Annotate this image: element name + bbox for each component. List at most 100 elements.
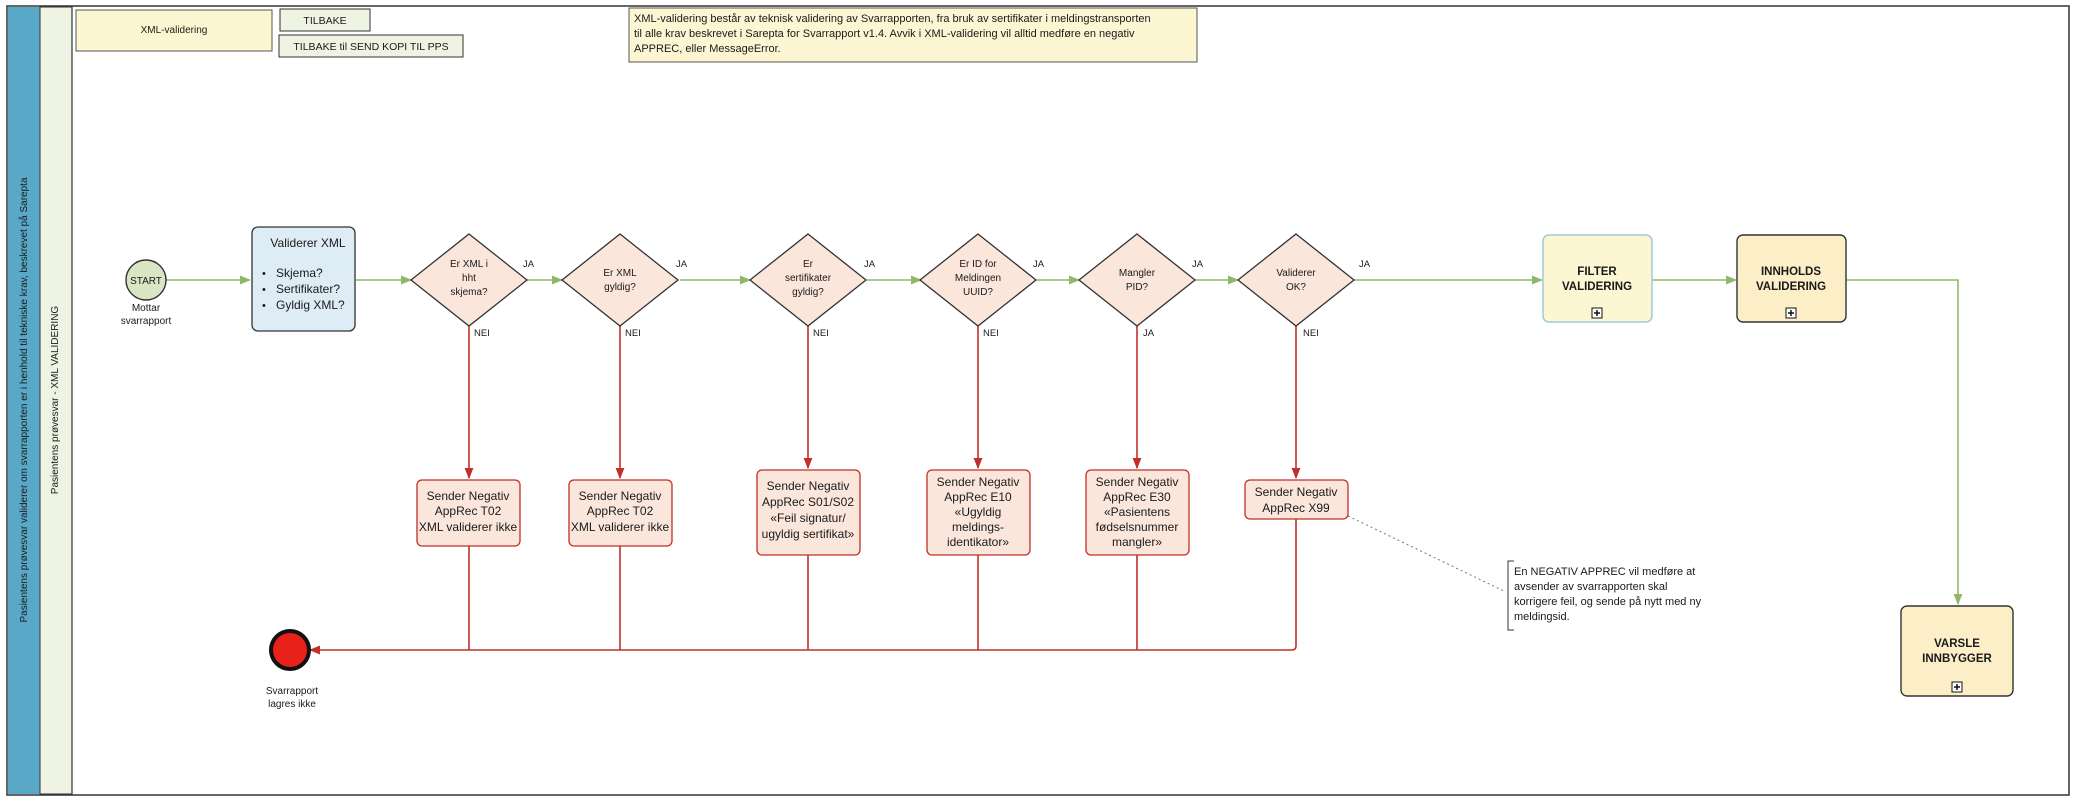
gateway-text: Er ID for xyxy=(959,259,997,270)
subprocess-text: INNHOLDS xyxy=(1761,266,1821,278)
gateway-text: sertifikater xyxy=(785,273,832,284)
validate-xml-bullet: Gyldig XML? xyxy=(276,298,345,312)
back-button-label: TILBAKE xyxy=(303,15,346,27)
error-task-text: AppRec T02 xyxy=(435,504,502,518)
end-event: Svarrapport lagres ikke xyxy=(266,629,318,710)
error-task-e10: Sender Negativ AppRec E10 «Ugyldig meldi… xyxy=(926,469,1031,556)
error-task-text: «Ugyldig xyxy=(955,505,1002,519)
error-task-text: «Pasientens xyxy=(1104,505,1170,519)
gateway-down-label: NEI xyxy=(625,328,641,339)
gateway-text: Mangler xyxy=(1119,268,1156,279)
subprocess-filter-validation[interactable]: FILTER VALIDERING xyxy=(1542,234,1653,323)
subprocess-notify-citizen[interactable]: VARSLE INNBYGGER xyxy=(1900,605,2014,697)
error-task-text: «Feil signatur/ xyxy=(770,511,846,525)
start-event: START Mottar svarrapport xyxy=(121,259,172,327)
gateway-text: Validerer xyxy=(1276,268,1316,279)
gateway-xml-valid: Er XML gyldig? JA NEI xyxy=(560,233,688,339)
back-send-copy-button[interactable]: TILBAKE til SEND KOPI TIL PPS xyxy=(278,34,464,58)
lane-label: Pasientens prøvesvar - XML VALIDERING xyxy=(50,306,61,495)
subprocess-text: INNBYGGER xyxy=(1922,653,1992,665)
gateway-uuid: Er ID for Meldingen UUID? JA NEI xyxy=(918,233,1045,339)
info-note-line: til alle krav beskrevet i Sarepta for Sv… xyxy=(634,28,1135,40)
gateway-down-label: JA xyxy=(1143,328,1155,339)
annotation-line: avsender av svarrapporten skal xyxy=(1514,581,1667,593)
error-task-x99: Sender Negativ AppRec X99 xyxy=(1244,479,1349,520)
subprocess-text: VARSLE xyxy=(1934,638,1980,650)
error-task-text: XML validerer ikke xyxy=(571,520,670,534)
error-task-text: meldings- xyxy=(952,520,1004,534)
back-send-copy-label: TILBAKE til SEND KOPI TIL PPS xyxy=(293,41,448,53)
bullet-icon: • xyxy=(262,300,266,312)
expand-icon[interactable] xyxy=(1951,681,1963,693)
gateway-text: Er xyxy=(803,259,814,270)
gateway-text: Er XML xyxy=(603,268,637,279)
pool-band xyxy=(8,7,40,794)
annotation-line: meldingsid. xyxy=(1514,611,1570,623)
gateway-text: Meldingen xyxy=(955,273,1001,284)
gateway-yes-label: JA xyxy=(676,259,688,270)
validate-xml-bullet: Skjema? xyxy=(276,266,323,280)
gateway-yes-label: JA xyxy=(864,259,876,270)
error-task-e30: Sender Negativ AppRec E30 «Pasientens fø… xyxy=(1085,469,1190,556)
association-line xyxy=(1347,515,1507,593)
gateway-down-label: NEI xyxy=(813,328,829,339)
error-task-t02-valid: Sender Negativ AppRec T02 XML validerer … xyxy=(568,479,673,547)
bullet-icon: • xyxy=(262,268,266,280)
error-task-text: Sender Negativ xyxy=(1096,475,1179,489)
gateway-down-label: NEI xyxy=(1303,328,1319,339)
error-task-text: identikator» xyxy=(947,535,1009,549)
expand-icon[interactable] xyxy=(1785,307,1797,319)
validate-xml-bullet: Sertifikater? xyxy=(276,282,340,296)
gateway-down-label: NEI xyxy=(983,328,999,339)
annotation-line: En NEGATIV APPREC vil medføre at xyxy=(1514,566,1695,578)
section-label: XML-validering xyxy=(141,25,208,36)
error-task-text: AppRec T02 xyxy=(587,504,654,518)
info-note-line: XML-validering består av teknisk valider… xyxy=(634,13,1151,25)
error-task-text: AppRec E30 xyxy=(1103,490,1171,504)
gateway-yes-label: JA xyxy=(1192,259,1204,270)
error-task-text: Sender Negativ xyxy=(579,489,662,503)
info-note-line: APPREC, eller MessageError. xyxy=(634,43,781,55)
text-annotation: En NEGATIV APPREC vil medføre at avsende… xyxy=(1507,560,1702,631)
error-task-s01-s02: Sender Negativ AppRec S01/S02 «Feil sign… xyxy=(756,469,861,556)
section-label-box: XML-validering xyxy=(75,9,273,52)
gateway-xml-schema: Er XML i hht skjema? JA NEI xyxy=(409,233,535,339)
gateway-text: Er XML i xyxy=(450,259,488,270)
subprocess-text: FILTER xyxy=(1577,266,1617,278)
end-caption: Svarrapport xyxy=(266,686,318,697)
error-task-text: AppRec E10 xyxy=(944,490,1012,504)
error-task-text: XML validerer ikke xyxy=(419,520,518,534)
start-label: START xyxy=(130,276,162,287)
gateway-text: gyldig? xyxy=(792,287,824,298)
pool-frame xyxy=(6,5,2070,796)
subprocess-text: VALIDERING xyxy=(1756,281,1826,293)
info-note: XML-validering består av teknisk valider… xyxy=(628,7,1198,63)
gateway-yes-label: JA xyxy=(523,259,535,270)
gateway-text: OK? xyxy=(1286,282,1306,293)
error-task-text: AppRec S01/S02 xyxy=(762,495,854,509)
error-task-text: Sender Negativ xyxy=(1255,485,1338,499)
validate-xml-task: Validerer XML • Skjema? • Sertifikater? … xyxy=(251,226,356,332)
error-task-t02-schema: Sender Negativ AppRec T02 XML validerer … xyxy=(416,479,521,547)
gateway-text: hht xyxy=(462,273,476,284)
gateway-pid: Mangler PID? JA JA xyxy=(1077,233,1204,339)
end-caption: lagres ikke xyxy=(268,699,316,710)
main-flow xyxy=(166,275,1963,606)
pool-label: Pasientens prøvesvar validerer om svarra… xyxy=(18,177,30,622)
gateway-down-label: NEI xyxy=(474,328,490,339)
gateway-yes-label: JA xyxy=(1359,259,1371,270)
error-task-text: Sender Negativ xyxy=(937,475,1020,489)
gateway-text: skjema? xyxy=(450,287,488,298)
subprocess-content-validation[interactable]: INNHOLDS VALIDERING xyxy=(1736,234,1847,323)
annotation-line: korrigere feil, og sende på nytt med ny xyxy=(1514,596,1702,608)
gateway-text: UUID? xyxy=(963,287,993,298)
start-caption: Mottar xyxy=(132,303,161,314)
gateway-certificates: Er sertifikater gyldig? JA NEI xyxy=(748,233,876,339)
expand-icon[interactable] xyxy=(1591,307,1603,319)
back-button[interactable]: TILBAKE xyxy=(279,8,371,32)
gateway-text: gyldig? xyxy=(604,282,636,293)
start-caption: svarrapport xyxy=(121,316,172,327)
bullet-icon: • xyxy=(262,284,266,296)
lane-band xyxy=(39,6,73,795)
